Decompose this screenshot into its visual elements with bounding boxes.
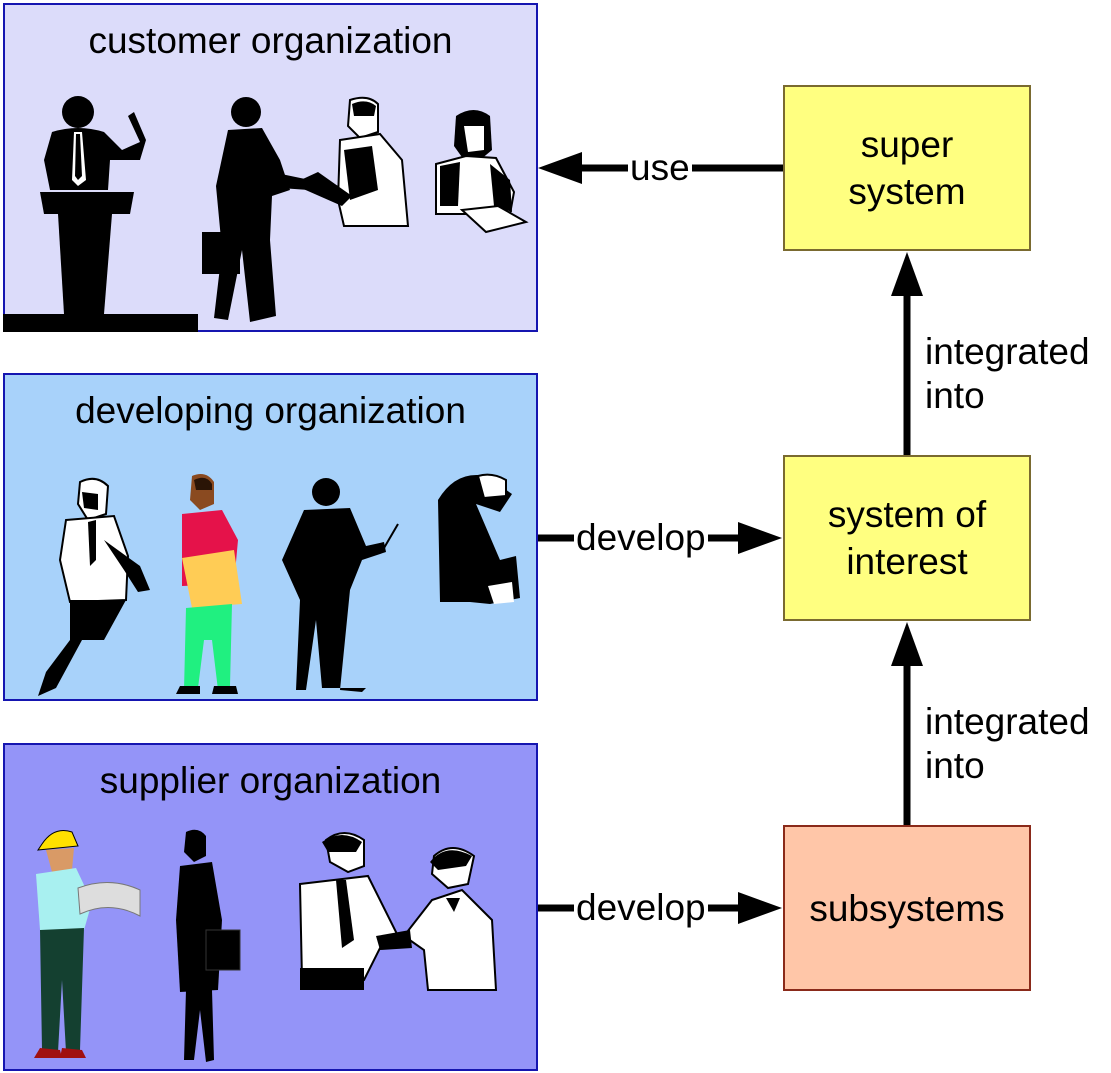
customer-organization-title: customer organization: [88, 20, 453, 61]
developing-organization-title: developing organization: [75, 390, 466, 431]
woman-writing-icon: [435, 110, 529, 234]
supplier-organization-title: supplier organization: [99, 760, 442, 801]
develop-label-developing: develop: [574, 516, 708, 560]
system-of-interest-box: system of interest: [783, 455, 1031, 621]
businessman-with-briefcase-icon: [202, 97, 340, 322]
presenter-at-podium-icon: [3, 96, 198, 332]
subsystems-label: subsystems: [809, 887, 1005, 929]
businesswoman-icon: [176, 829, 241, 1062]
man-with-pointer-icon: [282, 478, 399, 692]
super-system-box: super system: [783, 85, 1031, 251]
man-on-phone-icon: [38, 477, 150, 696]
system-of-interest-label-line1: system of: [827, 494, 987, 535]
integrated-upper-line2: into: [925, 375, 985, 416]
man-working-icon: [438, 473, 520, 604]
subsystems-box: subsystems: [783, 825, 1031, 991]
develop-label-supplier: develop: [574, 886, 708, 930]
integrated-into-label-lower: integrated into: [925, 700, 1090, 788]
super-system-label-line2: system: [848, 171, 966, 212]
man-reading-document-icon: [292, 96, 410, 227]
super-system-label-line1: super: [860, 124, 954, 165]
man-with-folder-icon: [176, 474, 242, 694]
integrated-lower-line1: integrated: [925, 701, 1090, 742]
integrated-lower-line2: into: [925, 745, 985, 786]
integrated-into-label-upper: integrated into: [925, 330, 1090, 418]
handshake-icon: [298, 832, 498, 991]
construction-worker-icon: [34, 830, 141, 1058]
system-of-interest-label-line2: interest: [846, 541, 968, 582]
integrated-upper-line1: integrated: [925, 331, 1090, 372]
use-label: use: [628, 146, 692, 190]
